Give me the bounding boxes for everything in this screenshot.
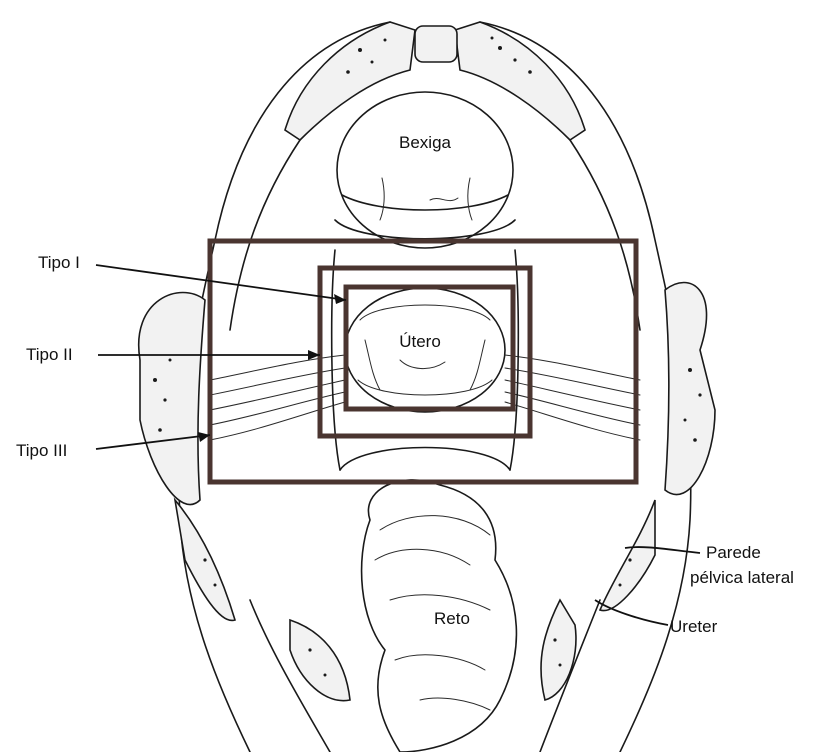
label-bexiga: Bexiga	[399, 133, 452, 152]
label-tipo-i: Tipo I	[38, 253, 80, 272]
label-parede: Parede	[706, 543, 761, 562]
bladder	[335, 92, 515, 248]
label-reto: Reto	[434, 609, 470, 628]
label-utero: Útero	[399, 332, 441, 351]
type-iii-box	[210, 241, 636, 482]
leader-tipo-i	[96, 265, 346, 300]
label-ureter: Ureter	[670, 617, 718, 636]
pelvic-bone-frame	[139, 22, 715, 752]
resection-boxes	[210, 241, 636, 482]
label-tipo-iii: Tipo III	[16, 441, 67, 460]
label-tipo-ii: Tipo II	[26, 345, 73, 364]
label-pelvica-lateral: pélvica lateral	[690, 568, 794, 587]
rectum	[340, 448, 516, 752]
